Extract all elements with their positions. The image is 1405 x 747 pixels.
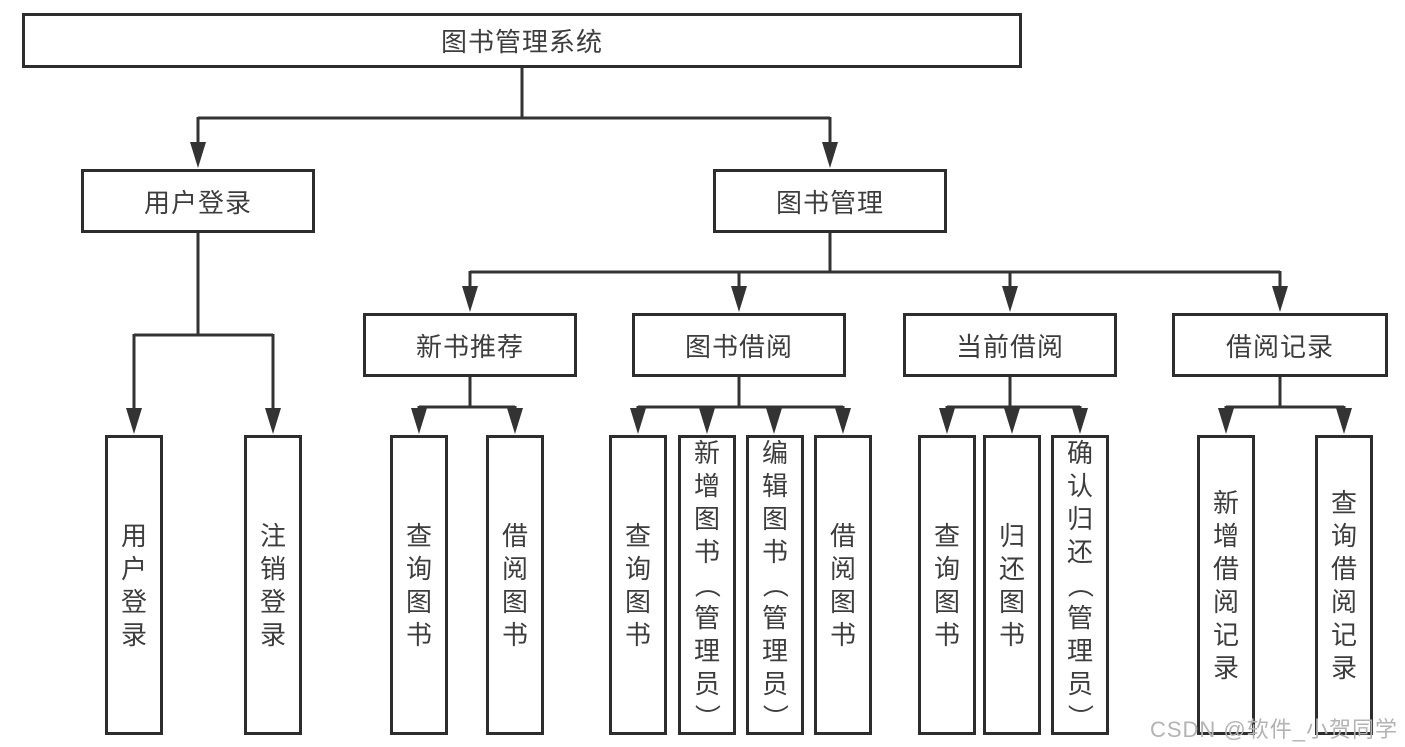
leaf-label: 新增图书（管理员） xyxy=(691,438,722,731)
leaf-label: 用户登录 xyxy=(120,520,147,650)
leaf-user-login: 用户登录 xyxy=(105,435,163,735)
leaf-query-books: 查询图书 xyxy=(390,435,448,735)
node-library-system: 图书管理系统 xyxy=(22,13,1022,68)
leaf-return-books: 归还图书 xyxy=(983,435,1041,735)
leaf-query-borrow-record: 查询借阅记录 xyxy=(1315,435,1373,735)
leaf-label: 注销登录 xyxy=(259,520,286,650)
leaf-borrow-books: 借阅图书 xyxy=(486,435,544,735)
leaf-query-books: 查询图书 xyxy=(609,435,667,735)
leaf-label: 查询图书 xyxy=(933,520,960,650)
leaf-logout-login: 注销登录 xyxy=(244,435,302,735)
node-book-management: 图书管理 xyxy=(713,169,947,233)
leaf-edit-books-admin: 编辑图书（管理员） xyxy=(746,435,804,735)
leaf-borrow-books: 借阅图书 xyxy=(814,435,872,735)
leaf-label: 确认归还（管理员） xyxy=(1064,438,1095,731)
leaf-label: 查询图书 xyxy=(624,520,651,650)
leaf-query-books: 查询图书 xyxy=(918,435,976,735)
leaf-confirm-return-admin: 确认归还（管理员） xyxy=(1051,435,1109,735)
node-book-borrowing: 图书借阅 xyxy=(632,313,846,377)
leaf-label: 新增借阅记录 xyxy=(1212,487,1239,683)
node-new-book-recommend: 新书推荐 xyxy=(363,313,577,377)
csdn-watermark: CSDN @软件_小贺同学 xyxy=(1149,717,1398,742)
node-user-login: 用户登录 xyxy=(81,169,315,233)
leaf-label: 借阅图书 xyxy=(829,520,856,650)
leaf-add-books-admin: 新增图书（管理员） xyxy=(678,435,736,735)
leaf-label: 归还图书 xyxy=(998,520,1025,650)
node-borrowing-records: 借阅记录 xyxy=(1172,313,1388,377)
leaf-label: 查询借阅记录 xyxy=(1330,487,1357,683)
node-current-borrowing: 当前借阅 xyxy=(903,313,1117,377)
leaf-label: 借阅图书 xyxy=(501,520,528,650)
leaf-label: 查询图书 xyxy=(405,520,432,650)
leaf-label: 编辑图书（管理员） xyxy=(759,438,790,731)
leaf-add-borrow-record: 新增借阅记录 xyxy=(1197,435,1255,735)
